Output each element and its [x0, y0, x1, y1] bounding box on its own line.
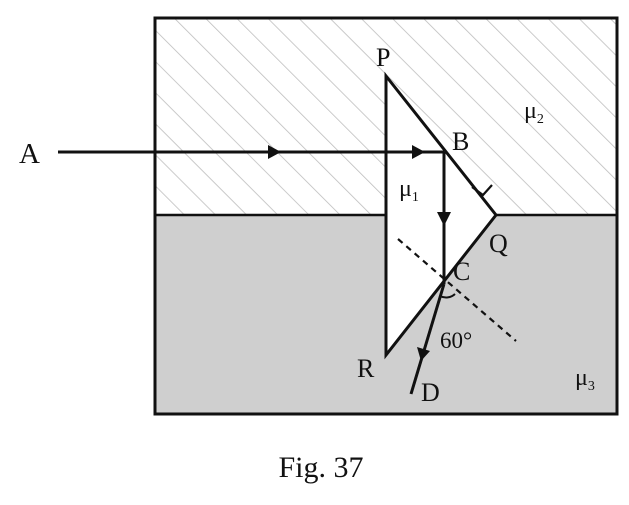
reflected-ray-arrow: [437, 212, 451, 226]
mu3-symbol: μ: [575, 365, 588, 391]
refracted-ray: [409, 283, 446, 395]
mu2-symbol: μ: [524, 98, 537, 124]
angle-label: 60°: [440, 328, 472, 353]
label-d: D: [421, 378, 440, 407]
mu3-subscript: 3: [588, 379, 595, 394]
mu2-subscript: 2: [537, 112, 544, 127]
outer-box: [153, 16, 619, 416]
right-angle-marker: [471, 184, 493, 197]
incident-ray-arrow-2: [412, 145, 425, 159]
incident-ray-arrow-1: [268, 145, 281, 159]
angle-arc: [439, 293, 456, 299]
mu1-symbol: μ: [399, 176, 412, 202]
mu1-subscript: 1: [412, 190, 419, 205]
label-a: A: [19, 138, 40, 170]
mu3-label: μ3: [575, 365, 595, 394]
normal-line: [397, 238, 517, 342]
label-q: Q: [489, 229, 508, 258]
label-p: P: [376, 43, 390, 72]
label-r: R: [357, 354, 375, 383]
label-c: C: [453, 257, 470, 286]
refracted-ray-arrow: [417, 347, 430, 361]
figure-caption: Fig. 37: [278, 451, 363, 484]
mu2-label: μ2: [524, 98, 544, 127]
mu1-label: μ1: [399, 176, 419, 205]
label-b: B: [452, 127, 469, 156]
